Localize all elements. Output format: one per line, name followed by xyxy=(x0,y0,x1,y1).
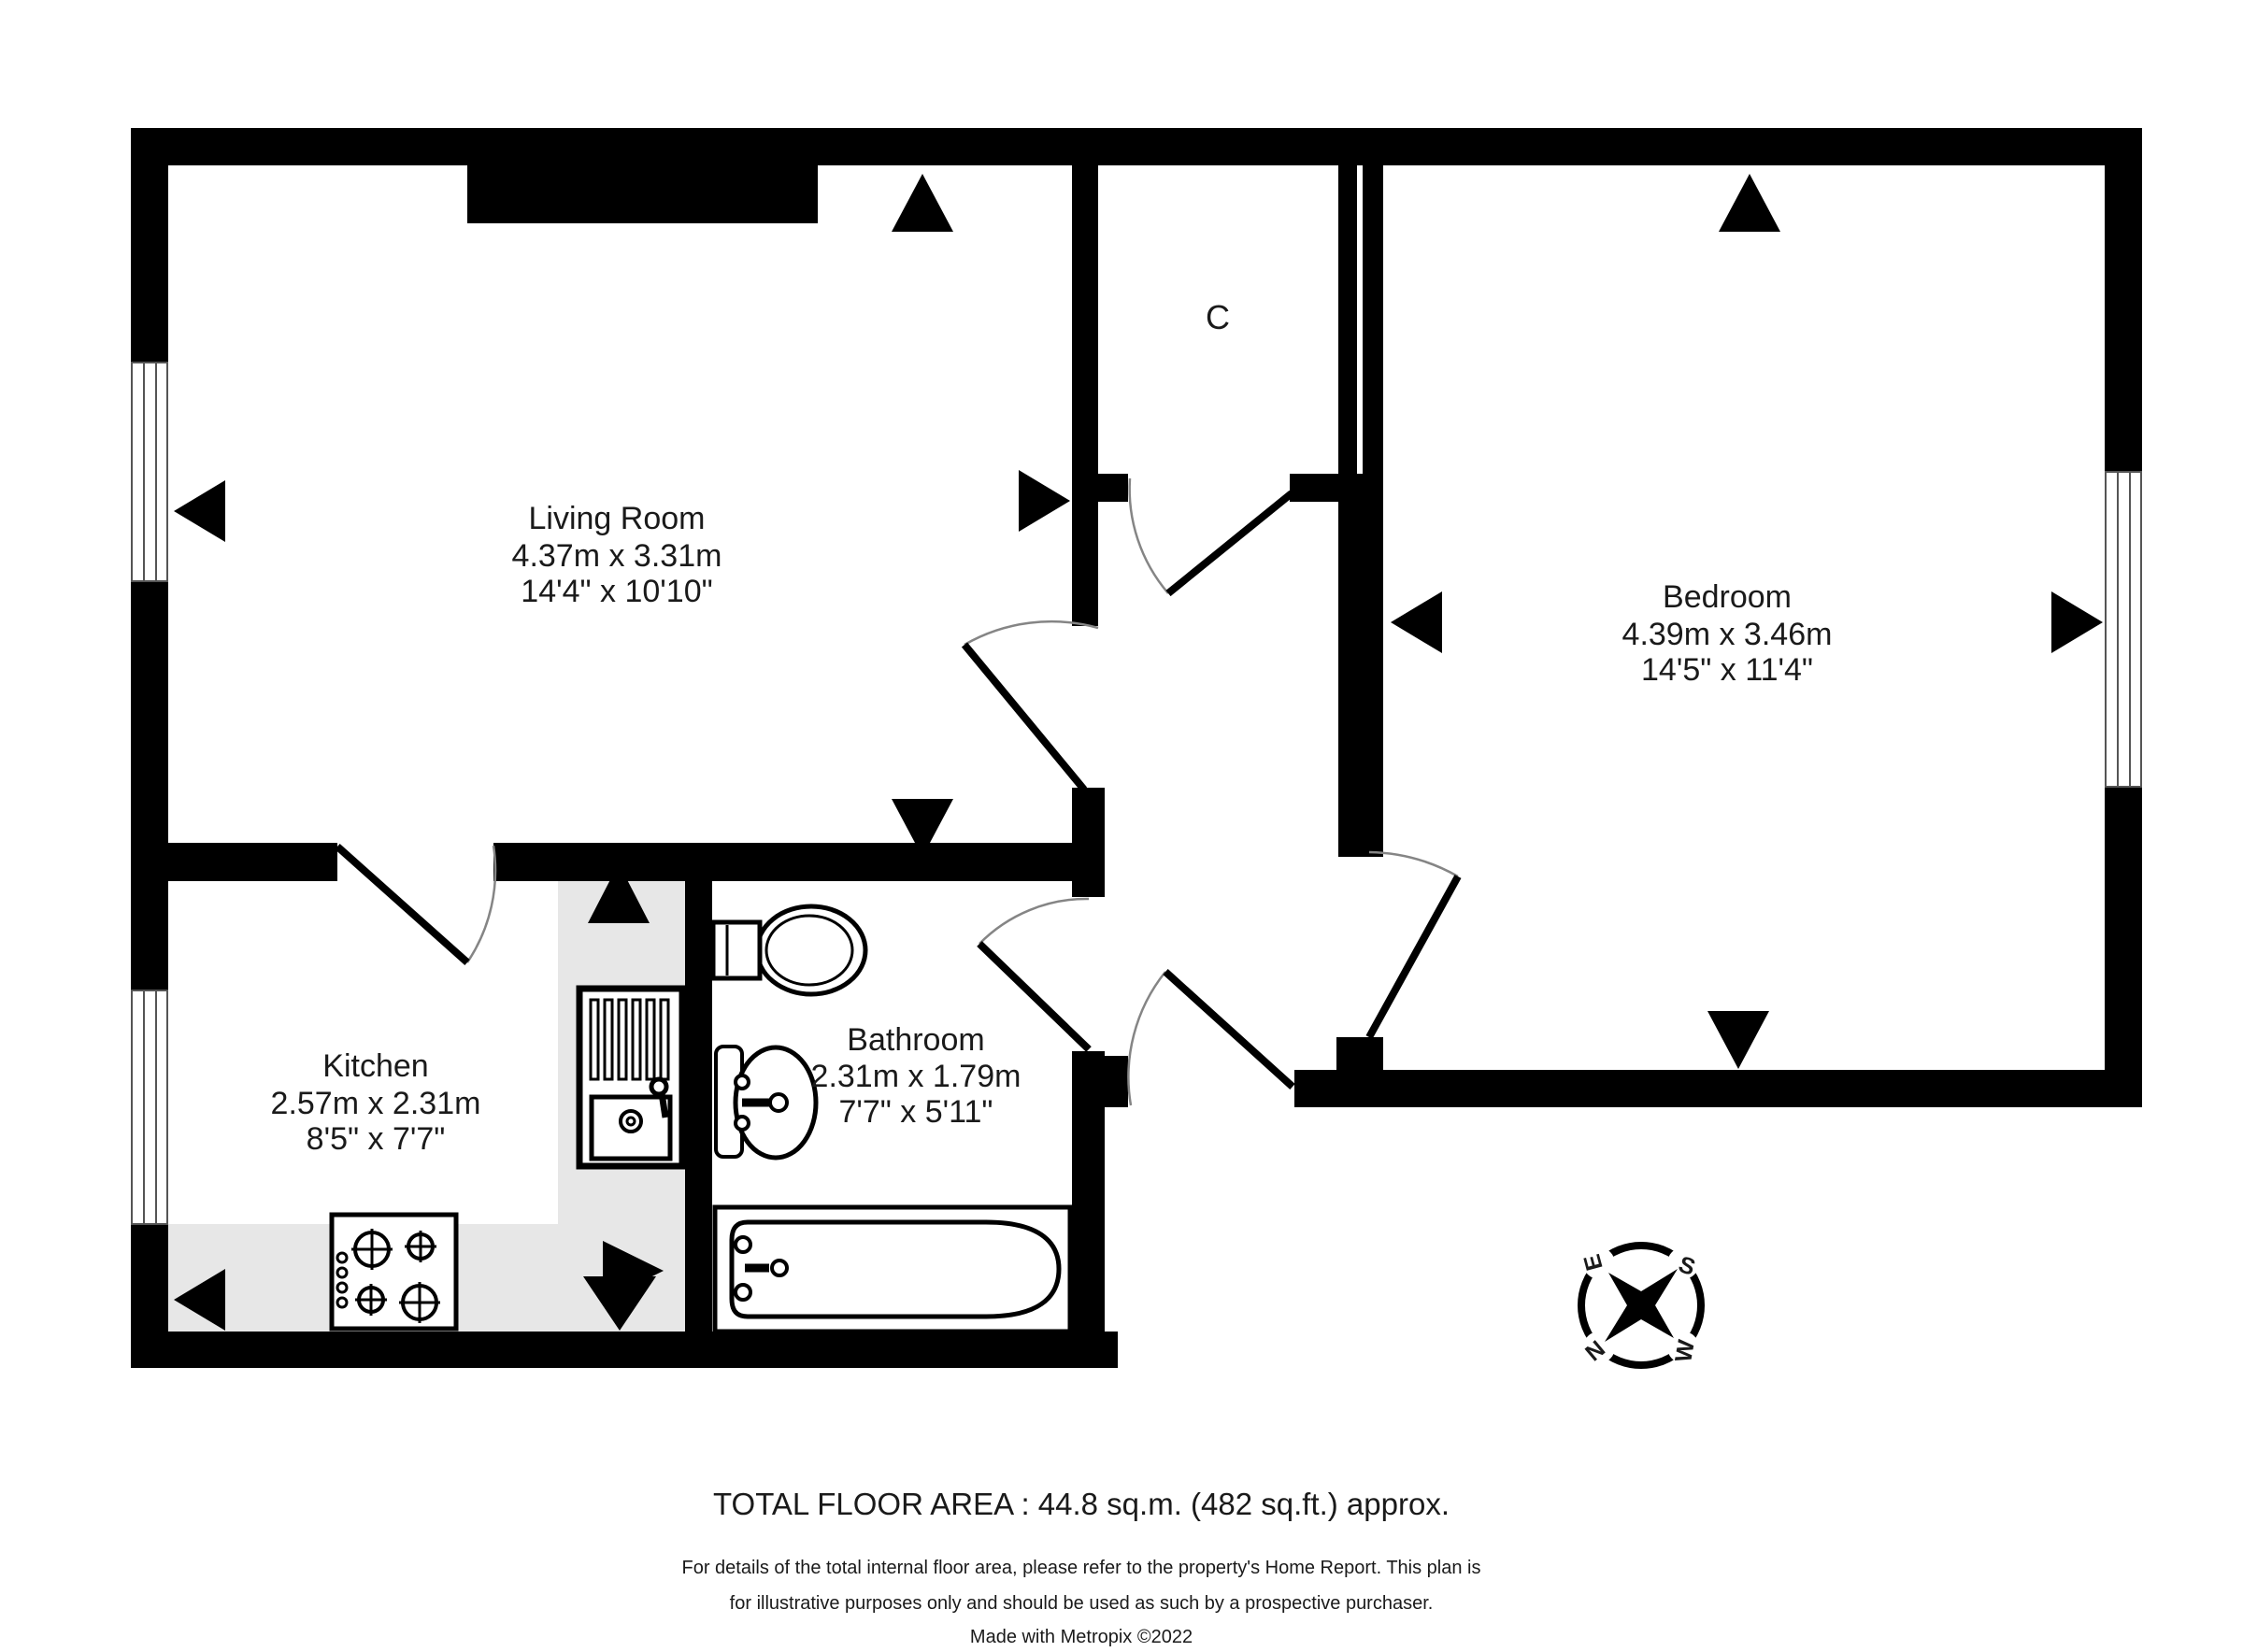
living-room-dim-ft: 14'4" x 10'10" xyxy=(521,574,712,609)
kitchen-door-arc xyxy=(465,845,497,963)
compass-ring xyxy=(1578,1242,1705,1369)
wall-hall-bedroom xyxy=(1338,502,1364,857)
credit-line: Made with Metropix ©2022 xyxy=(970,1627,1193,1647)
window-kitchen-left xyxy=(131,990,168,1225)
arrow-bedroom-top-icon xyxy=(1719,174,1780,232)
wall-bedroom-bottom xyxy=(1294,1070,2142,1107)
wall-left-upper xyxy=(131,128,168,363)
window-bedroom-right xyxy=(2105,471,2142,788)
living-room-name: Living Room xyxy=(529,501,706,536)
disclaimer-line-2: for illustrative purposes only and shoul… xyxy=(730,1593,1434,1614)
windows xyxy=(131,362,2142,1225)
entrance-door-leaf xyxy=(1163,969,1295,1089)
living-door-leaf xyxy=(961,642,1088,792)
direction-arrows xyxy=(174,174,2103,1331)
bedroom-name: Bedroom xyxy=(1663,579,1792,615)
bathtub xyxy=(712,1204,1073,1334)
basin xyxy=(714,1045,819,1161)
compass-rose: S W N E xyxy=(1578,1242,1705,1369)
sink-unit xyxy=(576,985,686,1170)
stove xyxy=(329,1212,459,1332)
stove-knob-icon xyxy=(336,1281,349,1294)
sink-tap-icon xyxy=(658,1092,669,1118)
entrance-door-stub xyxy=(1072,1056,1128,1107)
arrow-living-left-icon xyxy=(174,480,225,542)
bathroom-door-arc xyxy=(979,897,1090,945)
bathroom-fixtures xyxy=(710,904,1073,1334)
bedroom-door-arc xyxy=(1368,850,1459,878)
bedroom-label: Bedroom 4.39m x 3.46m 14'5" x 11'4" xyxy=(1622,579,1833,688)
compass-east: E xyxy=(1579,1251,1607,1273)
bath-tap-icon xyxy=(734,1235,752,1254)
disclaimer-line-1: For details of the total internal floor … xyxy=(682,1558,1481,1578)
arrow-bedroom-right-icon xyxy=(2051,591,2103,653)
kitchen-dim-ft: 8'5" x 7'7" xyxy=(307,1121,446,1157)
entrance-door-arc xyxy=(1127,971,1166,1106)
closet-door-arc xyxy=(1128,477,1169,594)
wall-divider-left xyxy=(168,843,337,881)
bathroom-dim-m: 2.31m x 1.79m xyxy=(811,1059,1021,1094)
wall-left-mid xyxy=(131,581,168,990)
arrow-kitchen-left-icon xyxy=(174,1269,225,1331)
living-room-label: Living Room 4.37m x 3.31m 14'4" x 10'10" xyxy=(512,501,722,609)
kitchen-label: Kitchen 2.57m x 2.31m 8'5" x 7'7" xyxy=(271,1048,481,1157)
bathroom-label: Bathroom 2.31m x 1.79m 7'7" x 5'11" xyxy=(811,1022,1021,1130)
living-room-dim-m: 4.37m x 3.31m xyxy=(512,538,722,574)
stove-knob-icon xyxy=(336,1251,349,1264)
wall-divider-right xyxy=(493,843,1105,881)
arrow-kitchen-up-icon xyxy=(588,863,650,923)
bedroom-door-leaf xyxy=(1365,875,1462,1039)
wall-closet-right xyxy=(1338,165,1357,502)
arrow-living-top-icon xyxy=(892,174,953,232)
closet-door-leaf xyxy=(1165,490,1294,597)
bedroom-dim-m: 4.39m x 3.46m xyxy=(1622,617,1833,652)
compass-west: W xyxy=(1670,1338,1700,1364)
wall-right-lower xyxy=(2105,787,2142,1107)
bathroom-door-leaf xyxy=(977,941,1092,1052)
window-living-left xyxy=(131,362,168,582)
bedroom-dim-ft: 14'5" x 11'4" xyxy=(1641,652,1813,688)
closet-door-stub-left xyxy=(1072,474,1128,502)
doors xyxy=(335,477,1462,1106)
wall-kitchen-bathroom xyxy=(685,881,712,1332)
walls xyxy=(131,128,2142,1368)
arrow-living-right-icon xyxy=(1019,470,1070,532)
stove-knob-icon xyxy=(336,1266,349,1279)
basin-tap-icon xyxy=(734,1074,750,1090)
wall-living-closet xyxy=(1072,165,1098,626)
bedroom-door-stub xyxy=(1336,1037,1383,1107)
compass-star-icon xyxy=(1605,1269,1678,1342)
stove-knob-icon xyxy=(336,1296,349,1309)
wall-right-upper xyxy=(2105,128,2142,472)
wall-top xyxy=(131,128,2142,165)
basin-tap-icon xyxy=(734,1115,750,1132)
closet-label: C xyxy=(1206,298,1230,336)
kitchen-door-leaf xyxy=(335,844,470,965)
bathroom-name: Bathroom xyxy=(847,1022,984,1058)
arrow-bedroom-left-icon xyxy=(1391,591,1442,653)
room-labels: Living Room 4.37m x 3.31m 14'4" x 10'10"… xyxy=(271,298,1833,1157)
wall-bottom-left-wing xyxy=(131,1332,1118,1368)
arrow-bedroom-bottom-icon xyxy=(1707,1011,1769,1069)
living-door-arc xyxy=(964,620,1099,647)
kitchen-name: Kitchen xyxy=(322,1048,428,1084)
total-floor-area: TOTAL FLOOR AREA : 44.8 sq.m. (482 sq.ft… xyxy=(713,1487,1450,1521)
wall-living-lower xyxy=(1072,788,1105,897)
chimney-breast xyxy=(467,165,818,223)
kitchen-fixtures xyxy=(329,985,686,1332)
wall-bedroom-left xyxy=(1363,165,1383,857)
arrow-living-bottom-icon xyxy=(892,799,953,857)
bathroom-dim-ft: 7'7" x 5'11" xyxy=(838,1094,993,1130)
kitchen-dim-m: 2.57m x 2.31m xyxy=(271,1086,481,1121)
arrow-entry-down-icon xyxy=(583,1276,656,1331)
toilet xyxy=(710,904,868,997)
bath-tap-icon xyxy=(734,1283,752,1302)
footer: TOTAL FLOOR AREA : 44.8 sq.m. (482 sq.ft… xyxy=(682,1487,1481,1647)
